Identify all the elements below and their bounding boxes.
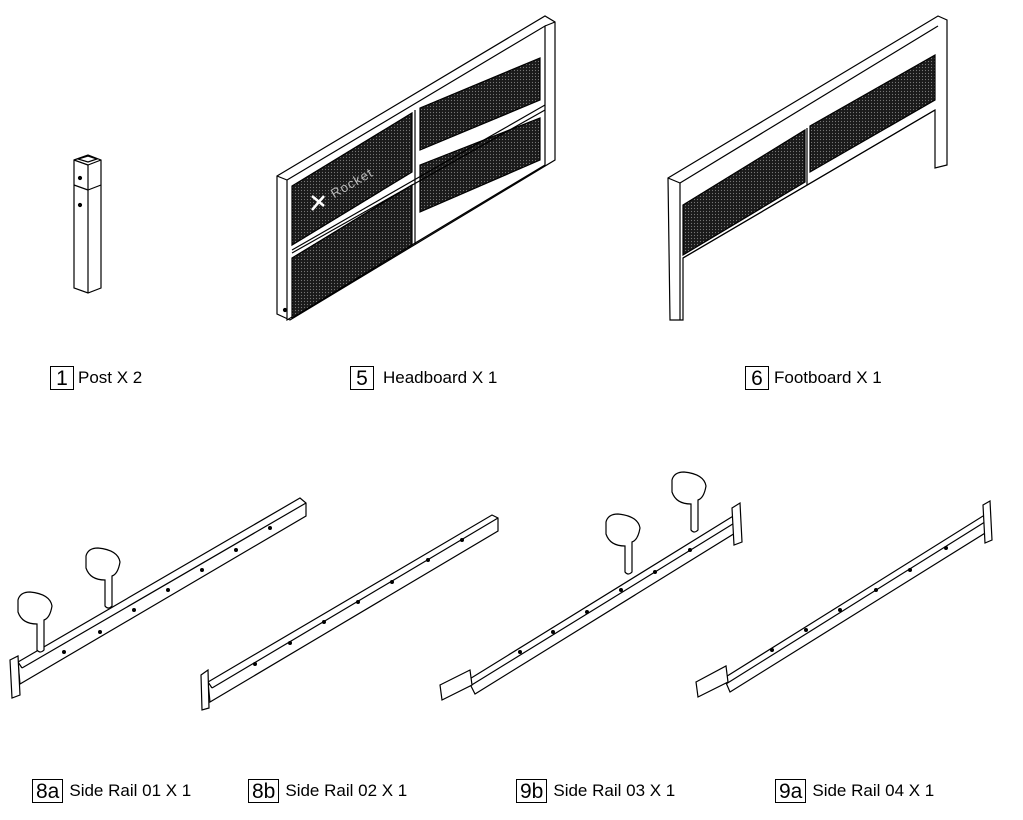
- part-number: 9a: [775, 779, 807, 803]
- part-label-side-rail-03: 9b Side Rail 03 X 1: [516, 779, 675, 803]
- part-label-footboard: 6 Footboard X 1: [745, 366, 882, 390]
- part-number: 9b: [516, 779, 548, 803]
- side-rail-01-drawing: [9, 497, 307, 699]
- part-name: Side Rail 04 X 1: [812, 781, 935, 800]
- side-rail-03-drawing: [439, 471, 743, 701]
- part-number: 8b: [248, 779, 280, 803]
- part-label-headboard: 5 Headboard X 1: [350, 366, 497, 390]
- part-label-post: 1 Post X 2: [50, 366, 142, 390]
- headboard-drawing: [276, 15, 556, 322]
- footboard-drawing: [667, 15, 948, 321]
- part-label-side-rail-01: 8a Side Rail 01 X 1: [32, 779, 191, 803]
- post-drawing: [73, 154, 102, 294]
- part-number: 6: [745, 366, 769, 390]
- part-number: 5: [350, 366, 374, 390]
- part-name: Side Rail 01 X 1: [69, 781, 192, 800]
- part-name: Headboard X 1: [383, 368, 498, 387]
- part-name: Post X 2: [78, 368, 143, 387]
- part-name: Side Rail 02 X 1: [285, 781, 408, 800]
- part-number: 1: [50, 366, 74, 390]
- part-label-side-rail-02: 8b Side Rail 02 X 1: [248, 779, 407, 803]
- part-name: Footboard X 1: [774, 368, 882, 387]
- side-rail-02-drawing: [200, 514, 499, 711]
- part-name: Side Rail 03 X 1: [553, 781, 676, 800]
- part-number: 8a: [32, 779, 64, 803]
- part-label-side-rail-04: 9a Side Rail 04 X 1: [775, 779, 934, 803]
- side-rail-04-drawing: [695, 499, 993, 698]
